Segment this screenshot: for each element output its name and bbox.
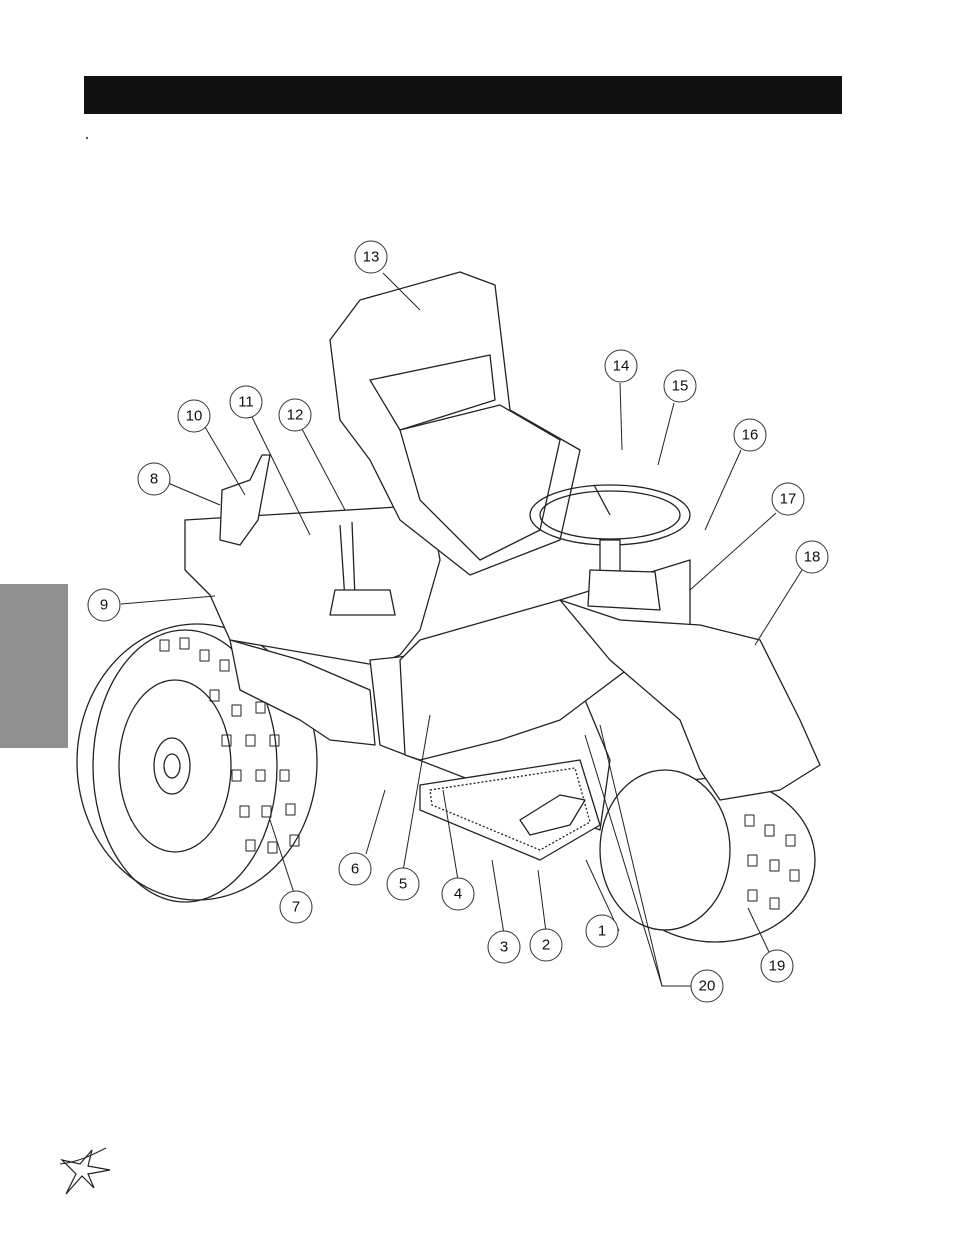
callout-label: 4 [454,886,462,903]
callout-label: 13 [363,249,380,266]
callout-17: 17 [772,483,804,515]
callout-14: 14 [605,350,637,382]
callout-label: 1 [598,923,606,940]
callout-label: 11 [238,394,254,411]
callout-label: 16 [742,427,759,444]
callout-label: 14 [613,358,630,375]
callout-label: 5 [399,876,407,893]
callout-label: 2 [542,937,550,954]
callout-15: 15 [664,370,696,402]
callout-label: 6 [351,861,359,878]
callout-label: 10 [186,408,203,425]
callout-16: 16 [734,419,766,451]
foot-platform [420,760,600,860]
star-swoosh-logo-icon [58,1146,118,1198]
callout-3: 3 [488,931,520,963]
callout-13: 13 [355,241,387,273]
machine-illustration [77,272,820,942]
callout-2: 2 [530,929,562,961]
callout-label: 9 [100,597,108,614]
callout-1: 1 [586,915,618,947]
callout-10: 10 [178,400,210,432]
callout-19: 19 [761,950,793,982]
callout-label: 17 [780,491,797,508]
callout-18: 18 [796,541,828,573]
callout-label: 15 [672,378,689,395]
callout-12: 12 [279,399,311,431]
callout-label: 8 [150,471,158,488]
callout-6: 6 [339,853,371,885]
callout-label: 3 [500,939,508,956]
callout-5: 5 [387,868,419,900]
callout-11: 11 [230,386,262,418]
callout-label: 18 [804,549,821,566]
callout-label: 19 [769,958,786,975]
callout-20: 20 [691,970,723,1002]
callout-label: 20 [699,978,716,995]
callout-label: 7 [292,899,300,916]
callout-label: 12 [287,407,304,424]
callout-4: 4 [442,878,474,910]
callout-7: 7 [280,891,312,923]
callout-9: 9 [88,589,120,621]
callout-8: 8 [138,463,170,495]
